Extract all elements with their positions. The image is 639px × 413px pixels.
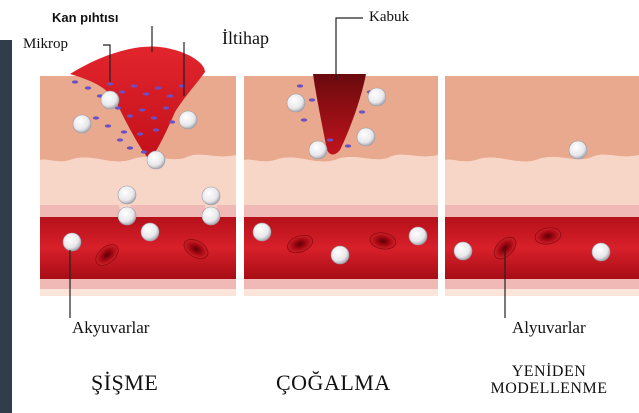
stage-title-proliferation: ÇOĞALMA <box>276 370 391 396</box>
stage-title-remodeling-line2: MODELLENME <box>474 380 624 397</box>
panel-swelling <box>40 26 236 318</box>
label-scab: Kabuk <box>369 9 409 26</box>
epidermis <box>445 76 639 162</box>
stage-title-remodeling: YENİDEN MODELLENME <box>474 363 624 397</box>
label-white-cells: Akyuvarlar <box>72 318 149 338</box>
divider-1 <box>236 60 244 300</box>
divider-2 <box>438 60 445 300</box>
vessel-wall-top <box>445 205 639 217</box>
label-red-cells: Alyuvarlar <box>512 318 586 338</box>
leader-line-scab <box>336 18 363 80</box>
dermis <box>244 155 438 205</box>
panel-remodeling <box>445 76 639 318</box>
vessel-wall-top <box>244 205 438 217</box>
vessel-wall-bottom <box>244 279 438 289</box>
panel-proliferation <box>244 18 438 296</box>
label-blood-clot: Kan pıhtısı <box>52 10 118 25</box>
vessel-wall-bottom <box>445 279 639 289</box>
stage-title-swelling: ŞİŞME <box>91 370 158 396</box>
label-microbe: Mikrop <box>23 36 68 53</box>
stage-title-remodeling-line1: YENİDEN <box>474 363 624 380</box>
dermis <box>445 155 639 205</box>
blood-vessel <box>445 217 639 279</box>
label-inflammation: İltihap <box>222 28 269 49</box>
